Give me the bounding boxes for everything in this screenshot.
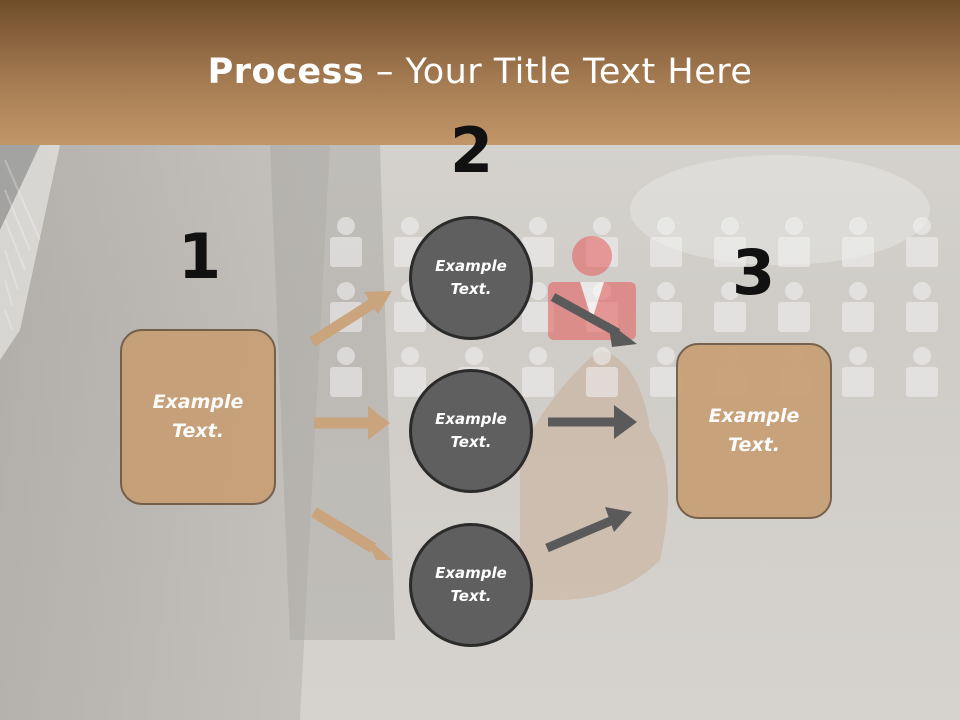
person-icon-body (906, 302, 938, 332)
step-number-1: 1 (178, 220, 222, 293)
person-icon-head (401, 217, 419, 235)
person-icon-body (394, 367, 426, 397)
circle-bottom-text: Example Text. (435, 564, 507, 605)
circle-top: Example Text. (409, 216, 533, 340)
person-icon-head (913, 347, 931, 365)
person-icon-head (785, 217, 803, 235)
title-bold: Process (207, 52, 365, 92)
person-icon-body (778, 237, 810, 267)
person-icon-head (529, 217, 547, 235)
person-icon-body (330, 237, 362, 267)
person-icon-head (721, 282, 739, 300)
title-rest: Your Title Text Here (405, 52, 753, 92)
person-icon-body (650, 237, 682, 267)
person-icon-head (849, 217, 867, 235)
arrow-from-middle-circle (548, 405, 637, 439)
person-icon-head (913, 282, 931, 300)
arrow-to-middle-circle (314, 406, 390, 440)
person-icon-head (401, 347, 419, 365)
right-box-text: Example Text. (708, 405, 800, 456)
person-icon-head (657, 282, 675, 300)
person-icon-head (785, 282, 803, 300)
person-icon-body (842, 237, 874, 267)
person-icon-body (522, 302, 554, 332)
person-icon-head (657, 217, 675, 235)
step-number-2: 2 (450, 114, 494, 187)
person-icon-head (657, 347, 675, 365)
person-icon-body (842, 367, 874, 397)
arrow-to-top-circle (309, 291, 392, 347)
person-icon-head (849, 347, 867, 365)
right-text-box: Example Text. (676, 343, 832, 519)
title-separator: – (364, 52, 406, 92)
person-icon-body (906, 237, 938, 267)
person-icon-head (337, 347, 355, 365)
left-text-box: Example Text. (120, 329, 276, 505)
person-icon-body (650, 367, 682, 397)
circle-middle-text: Example Text. (435, 410, 507, 451)
slide-title: Process – Your Title Text Here (0, 52, 960, 92)
person-icon-head (593, 217, 611, 235)
arrow-from-top-circle (550, 293, 637, 347)
person-icon-body (906, 367, 938, 397)
left-box-text: Example Text. (152, 391, 244, 442)
person-icon-head (465, 347, 483, 365)
step-number-3: 3 (732, 236, 776, 309)
circle-bottom: Example Text. (409, 523, 533, 647)
person-icon-body (778, 302, 810, 332)
person-icon-head (593, 347, 611, 365)
person-icon-body (842, 302, 874, 332)
person-icon-body (522, 367, 554, 397)
person-icon-head (529, 282, 547, 300)
circle-middle: Example Text. (409, 369, 533, 493)
person-icon-body (650, 302, 682, 332)
person-icon-head (529, 347, 547, 365)
person-icon-head (849, 282, 867, 300)
person-icon-body (586, 367, 618, 397)
person-icon-body (714, 237, 746, 267)
arrow-from-bottom-circle (545, 507, 632, 553)
circle-top-text: Example Text. (435, 257, 507, 298)
person-icon-head (913, 217, 931, 235)
person-icon-body (714, 302, 746, 332)
title-bar: Process – Your Title Text Here (0, 0, 960, 145)
person-icon-body (330, 367, 362, 397)
person-icon-head (337, 217, 355, 235)
person-icon-head (337, 282, 355, 300)
arrow-to-bottom-circle (311, 507, 392, 560)
person-icon-head (721, 217, 739, 235)
